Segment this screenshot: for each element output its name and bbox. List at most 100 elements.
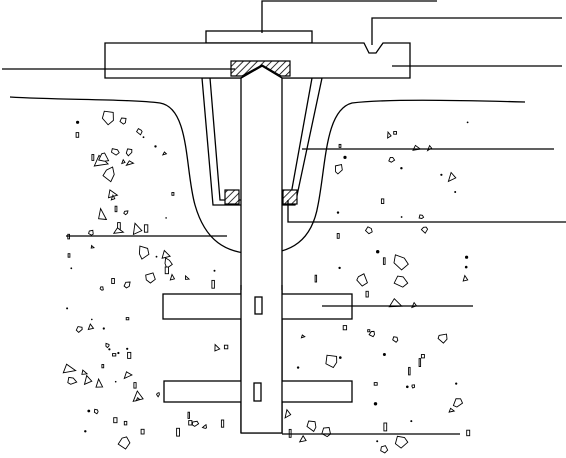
- gravel-stone: [102, 166, 115, 183]
- gravel-stone: [145, 272, 156, 284]
- gravel-stone: [448, 407, 456, 413]
- lower-seal-right: [282, 189, 298, 205]
- upper-slot: [254, 296, 263, 315]
- gravel-stone: [136, 127, 143, 136]
- gravel-chip: [143, 224, 149, 233]
- gravel-speck: [373, 402, 378, 406]
- gravel-chip: [211, 279, 215, 289]
- gravel-chip: [176, 427, 180, 437]
- gravel-speck: [296, 366, 300, 369]
- gravel-stone: [132, 222, 143, 236]
- gravel-stone: [393, 254, 409, 271]
- gravel-stone: [411, 384, 416, 389]
- gravel-stone: [380, 445, 389, 454]
- gravel-chip: [91, 154, 95, 161]
- gravel-stone: [169, 273, 176, 281]
- gravel-stone: [99, 286, 104, 291]
- gravel-chip: [123, 420, 128, 426]
- gravel-stone: [101, 110, 114, 126]
- gravel-stone: [368, 330, 375, 338]
- gravel-chip: [338, 143, 342, 148]
- gravel-stone: [123, 210, 129, 216]
- gravel-stone: [185, 274, 191, 280]
- gravel-speck: [114, 380, 117, 383]
- gravel-chip: [382, 257, 386, 265]
- gravel-stone: [93, 408, 99, 415]
- gravel-stone: [426, 144, 433, 152]
- gravel-chip: [418, 358, 422, 367]
- gravel-stone: [418, 214, 425, 219]
- gravel-speck: [102, 327, 105, 330]
- gravel-chip: [164, 266, 169, 275]
- gravel-stone: [135, 396, 141, 402]
- gravel-chip: [112, 353, 117, 357]
- gravel-speck: [339, 356, 342, 359]
- gravel-chip: [133, 382, 137, 389]
- gravel-stone: [98, 207, 108, 221]
- gravel-stone: [387, 130, 392, 139]
- gravel-stone: [112, 227, 125, 234]
- gravel-chip: [188, 420, 193, 426]
- gravel-stone: [105, 342, 110, 349]
- gravel-speck: [376, 250, 380, 254]
- gravel-speck: [126, 347, 129, 350]
- top-seal-pad: [230, 60, 291, 77]
- gravel-stone: [67, 376, 78, 385]
- gravel-stone: [81, 369, 89, 375]
- gravel-speck: [406, 385, 409, 389]
- gravel-speck: [400, 167, 403, 170]
- gravel-chip: [127, 351, 132, 359]
- post-tip: [240, 65, 283, 79]
- gravel-chip: [220, 419, 225, 428]
- gravel-stone: [125, 148, 133, 157]
- gravel-speck: [213, 269, 216, 272]
- gravel-chip: [408, 366, 411, 376]
- gravel-stone: [437, 333, 448, 344]
- gravel-speck: [454, 191, 457, 193]
- gravel-speck: [343, 155, 347, 159]
- gravel-stone: [306, 420, 317, 433]
- gravel-chip: [420, 354, 425, 359]
- gravel-speck: [382, 353, 386, 356]
- gravel-stone: [121, 158, 126, 165]
- gravel-stone: [392, 336, 399, 343]
- gravel-stone: [87, 323, 95, 331]
- gravel-stone: [201, 423, 207, 429]
- gravel-speck: [466, 121, 469, 124]
- gravel-speck: [142, 136, 145, 139]
- gravel-stone: [161, 151, 168, 156]
- gravel-stone: [95, 377, 104, 388]
- gravel-stone: [214, 343, 221, 352]
- gravel-stone: [447, 171, 457, 183]
- gravel-speck: [154, 145, 157, 148]
- gravel-speck: [464, 265, 468, 269]
- gravel-stone: [75, 326, 83, 334]
- gravel-speck: [66, 307, 69, 310]
- gravel-chip: [114, 205, 118, 213]
- gravel-stone: [388, 156, 396, 163]
- gravel-chip: [171, 192, 175, 196]
- gravel-stone: [394, 435, 409, 449]
- gravel-stone: [83, 374, 93, 386]
- gravel-speck: [117, 351, 120, 355]
- lower-slot: [253, 382, 262, 402]
- gravel-stone: [356, 273, 368, 287]
- gravel-stone: [138, 245, 150, 260]
- gravel-chip: [365, 290, 369, 298]
- gravel-stone: [364, 226, 373, 235]
- gravel-stone: [119, 117, 127, 125]
- gravel-speck: [455, 382, 458, 385]
- gravel-stone: [98, 152, 110, 162]
- top-cap: [205, 30, 313, 44]
- gravel-speck: [400, 216, 403, 218]
- gravel-stone: [90, 244, 96, 249]
- gravel-chip: [336, 233, 340, 239]
- gravel-stone: [110, 194, 116, 201]
- gravel-chip: [111, 278, 115, 284]
- leader-line-2: [371, 17, 562, 45]
- gravel-stone: [321, 427, 331, 438]
- gravel-stone: [191, 420, 200, 427]
- gravel-stone: [284, 408, 292, 419]
- gravel-stone: [298, 434, 307, 443]
